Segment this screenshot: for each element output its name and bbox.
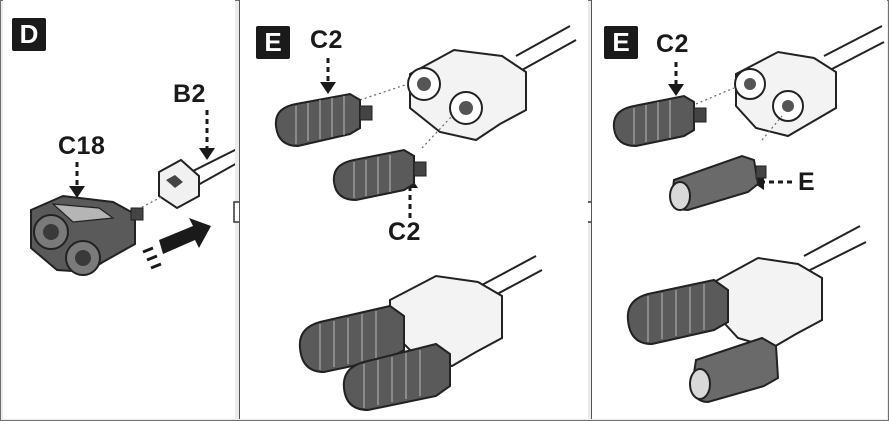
panel-e-first-artwork <box>274 25 577 412</box>
dashed-down-arrow-icon <box>69 162 85 198</box>
step-badge-e: E <box>604 26 638 59</box>
callout-c2-top: C2 <box>310 26 343 54</box>
panel-d-artwork <box>30 110 235 276</box>
callout-c18: C18 <box>58 132 106 160</box>
step-badge-d: D <box>12 18 46 51</box>
nozzle-c2-illustration <box>612 94 707 148</box>
panel-e-second-artwork <box>612 25 885 404</box>
assembled-connector-illustration <box>298 255 543 412</box>
callout-c2: C2 <box>656 30 689 58</box>
dashed-down-arrow-icon <box>320 58 336 94</box>
push-arrow-icon <box>142 218 211 270</box>
panel-e-second: E C2 E <box>591 0 887 419</box>
nozzle-c2-illustration <box>274 92 373 148</box>
dashed-down-arrow-icon <box>199 110 215 160</box>
callout-b2: B2 <box>173 80 206 108</box>
panel-e-first: E C2 C2 <box>239 0 588 419</box>
step-badge-e: E <box>256 26 290 59</box>
nozzle-e-illustration <box>669 154 767 212</box>
nozzle-c2-illustration <box>332 148 427 202</box>
hose-b2-illustration <box>132 148 235 213</box>
assembled-connector-illustration <box>626 225 867 404</box>
panel-d: D C18 B2 <box>3 0 235 419</box>
y-connector-illustration <box>359 25 577 149</box>
dashed-down-arrow-icon <box>668 62 684 96</box>
callout-c2-bottom: C2 <box>388 218 421 246</box>
connector-c18-illustration <box>30 194 144 276</box>
callout-e: E <box>798 168 816 196</box>
y-connector-illustration <box>695 25 885 141</box>
